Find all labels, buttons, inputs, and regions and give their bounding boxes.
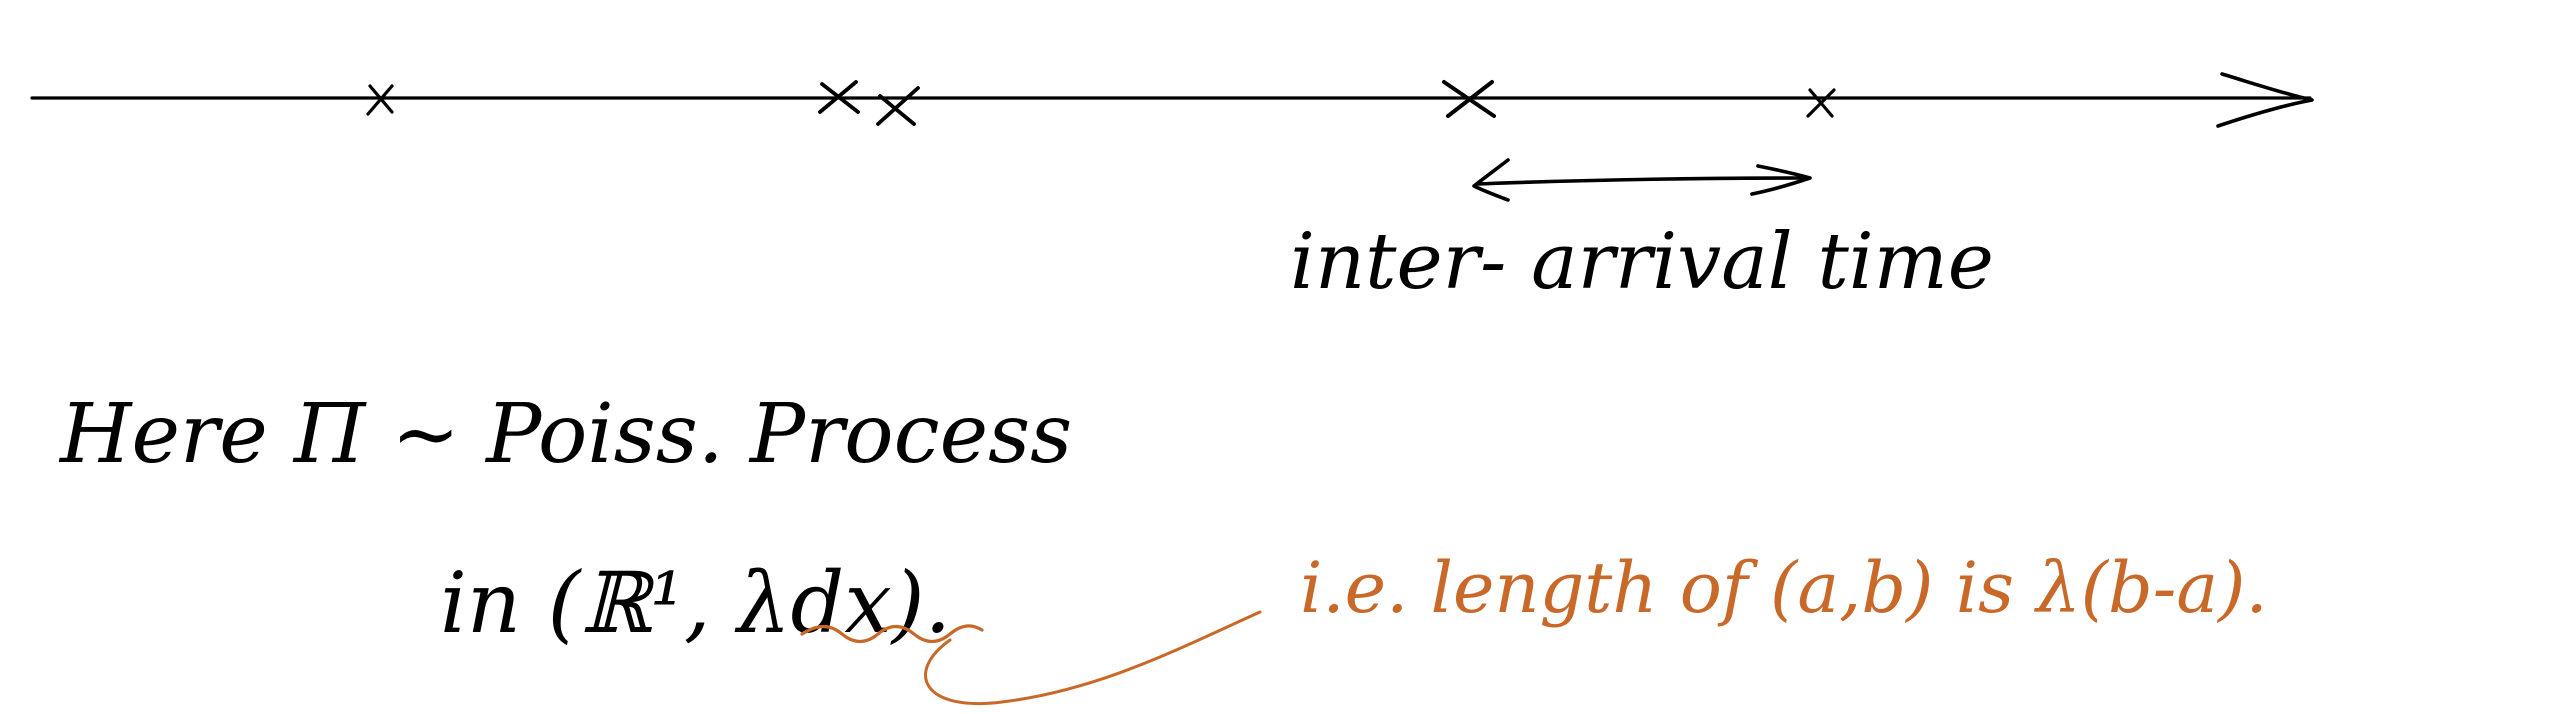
- double-arrow-left-head: [1472, 158, 1510, 202]
- annotation-connector: [800, 610, 1262, 705]
- inter-arrival-arrow: [1472, 158, 1812, 202]
- axis-arrowhead: [2216, 72, 2314, 128]
- statement-line-2: in (ℝ¹, λdx).: [440, 554, 951, 652]
- connector-curve: [924, 610, 1262, 705]
- statement-line-1: Here Π ~ Poiss. Process: [58, 387, 1072, 482]
- double-arrow-shaft: [1476, 176, 1810, 186]
- inter-arrival-label: inter- arrival time: [1290, 217, 1994, 307]
- arrival-mark-5: [1806, 88, 1836, 118]
- arrival-mark-4: [1442, 80, 1496, 118]
- arrival-marks: [366, 80, 1836, 126]
- double-arrow-right-head: [1750, 164, 1812, 196]
- arrival-mark-2: [818, 80, 860, 114]
- squiggle-underline: [800, 624, 984, 644]
- time-axis: [30, 72, 2314, 128]
- arrival-mark-1: [366, 84, 394, 116]
- annotation-text: i.e. length of (a,b) is λ(b-a).: [1300, 547, 2268, 629]
- arrival-mark-3: [876, 86, 920, 126]
